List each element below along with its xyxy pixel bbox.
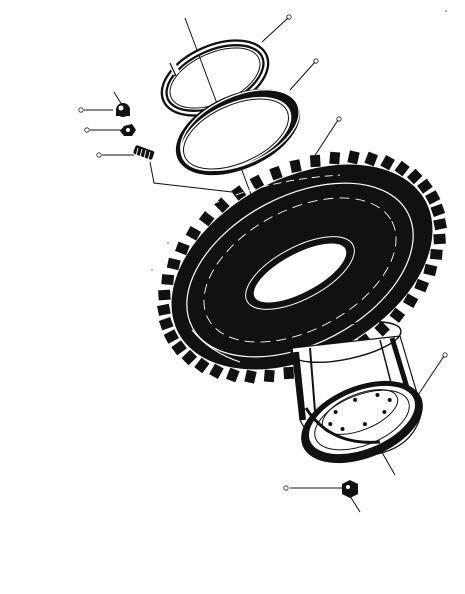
tread-lug	[249, 174, 265, 190]
stud-hole	[353, 397, 358, 402]
tread-lug	[309, 154, 321, 168]
stud-hole	[362, 422, 367, 427]
tread-lug	[289, 159, 302, 173]
tread-lug	[402, 293, 419, 308]
tread-lug	[433, 218, 447, 231]
stud-hole	[340, 427, 345, 431]
tread-lug	[425, 190, 441, 205]
tread-lug	[417, 178, 433, 194]
tread-lug	[185, 226, 202, 241]
tread-lug	[198, 211, 215, 227]
wheel-nut	[342, 480, 358, 498]
tread-lug	[423, 263, 438, 277]
tread-lug	[347, 150, 360, 165]
stud-hole	[333, 410, 338, 414]
tread-lug	[225, 367, 240, 383]
tread-lug	[374, 321, 390, 337]
tread-lug	[157, 303, 171, 316]
tread-lug	[380, 155, 395, 171]
tread-lug	[163, 329, 179, 344]
tread-lug	[158, 316, 174, 331]
stud-hole	[382, 410, 387, 414]
tread-lug	[269, 165, 283, 181]
tread-lug	[283, 366, 295, 380]
tread-lug	[166, 257, 181, 271]
callout-markers	[78, 14, 448, 491]
valve-nut	[120, 124, 136, 136]
tread-lug	[209, 363, 224, 379]
tread-lug	[364, 151, 379, 167]
tread-lug	[161, 274, 175, 286]
tread-lug	[406, 168, 423, 185]
tread-lug	[329, 151, 341, 165]
tread-lug	[429, 248, 443, 260]
tread-lug	[433, 233, 446, 245]
tread-lug	[394, 160, 410, 177]
tread-lug	[181, 349, 198, 366]
tread-lug	[171, 340, 187, 356]
stud-hole	[328, 422, 333, 426]
tread-lug	[244, 369, 257, 384]
scan-specks	[151, 10, 447, 271]
tread-lug	[231, 185, 247, 201]
tread-lug	[263, 369, 275, 383]
tread-lug	[430, 203, 446, 218]
stud-hole	[375, 393, 380, 397]
tyre	[157, 150, 447, 384]
side-ring	[175, 88, 301, 176]
valve-cap	[116, 103, 130, 117]
tread-lug	[194, 357, 210, 374]
tread-lug	[158, 289, 171, 301]
tread-lug	[389, 307, 406, 323]
tread-lug	[414, 278, 429, 293]
wheel-rim	[290, 321, 423, 464]
valve-stem	[133, 145, 155, 161]
wheel-stud-holes	[328, 393, 392, 431]
tread-lug	[175, 241, 190, 256]
stud-hole	[387, 398, 392, 402]
